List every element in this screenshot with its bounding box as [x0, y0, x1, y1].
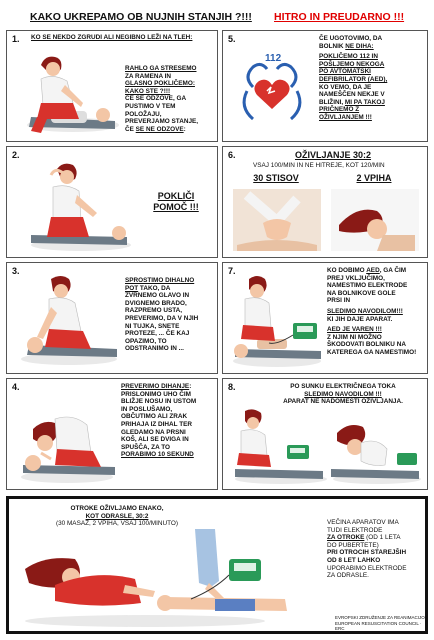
step-number: 3. [12, 266, 20, 276]
step-number: 5. [228, 34, 236, 44]
step-4-text: PREVERIMO DIHANJE: PRISLONIMO UHO ČIM BL… [121, 383, 197, 459]
child-electrodes-text: VEČINA APARATOV IMA TUDI ELEKTRODE ZA OT… [327, 519, 407, 580]
panel-step-5: 5. 112 ČE UGOTOVIMO, DA BOLNIK NE DIHA: … [222, 30, 428, 142]
poster-header: KAKO UKREPAMO OB NUJNIH STANJIH ?!!! HIT… [6, 8, 428, 28]
call-help-text: POKLIČI POMOČ !!! [153, 191, 199, 212]
compressions-label: 30 STISOV [253, 173, 299, 183]
step-number: 2. [12, 150, 20, 160]
step-7-text: KO DOBIMO AED, GA ČIM PREJ VKLJUČIMO, NA… [327, 267, 417, 356]
panel-step-6: 6. OŽIVLJANJE 30:2 VSAJ 100/MIN IN NE HI… [222, 146, 428, 258]
illustration-attach-aed [233, 276, 321, 367]
step-1-heading: KO SE NEKDO ZGRUDI ALI NEGIBNO LEŽI NA T… [31, 34, 193, 41]
step-5-text: ČE UGOTOVIMO, DA BOLNIK NE DIHA: POKLIČE… [319, 35, 388, 121]
page-subtitle: HITRO IN PREUDARNO !!! [274, 11, 405, 23]
page-title: KAKO UKREPAMO OB NUJNIH STANJIH ?!!! [30, 11, 252, 23]
illustration-call-help [31, 163, 131, 251]
step-number: 7. [228, 266, 236, 276]
erc-credit: EVROPSKI ZDRUŽENJE ZA REANIMACIJO EUROPE… [335, 615, 425, 631]
cpr-rate: VSAJ 100/MIN IN NE HITREJE, KOT 120/MIN [253, 162, 385, 169]
breaths-label: 2 VPIHA [356, 173, 392, 183]
step-number: 8. [228, 382, 236, 392]
panel-step-2: 2. POKLIČI POMOČ !!! [6, 146, 218, 258]
panel-step-8: 8. PO SUNKU ELEKTRIČNEGA TOKA SLEDIMO NA… [222, 378, 428, 490]
panel-step-1: 1. KO SE NEKDO ZGRUDI ALI NEGIBNO LEŽI N… [6, 30, 218, 142]
panel-children-cpr: OTROKE OŽIVLJAMO ENAKO, KOT ODRASLE, 30:… [6, 496, 428, 634]
panel-step-4: 4. PREVERIMO DIHANJE: PRISLONIMO UHO ČIM… [6, 378, 218, 490]
step-number: 4. [12, 382, 20, 392]
illustration-child-cpr [25, 529, 287, 627]
illustration-compressions-breaths [233, 189, 419, 251]
emergency-number: 112 [265, 53, 282, 64]
aed-heart-logo-icon: 112 [242, 53, 302, 121]
step-8-text: PO SUNKU ELEKTRIČNEGA TOKA SLEDIMO NAVOD… [283, 383, 403, 406]
illustration-open-airway [21, 276, 117, 365]
illustration-shake-victim [27, 56, 119, 133]
illustration-aed-shock-cpr [235, 409, 421, 484]
children-cpr-text: OTROKE OŽIVLJAMO ENAKO, KOT ODRASLE, 30:… [55, 505, 179, 528]
cpr-ratio-title: OŽIVLJANJE 30:2 [294, 150, 372, 160]
illustration-check-breathing [21, 416, 115, 483]
step-number: 1. [12, 34, 20, 44]
step-3-text: SPROSTIMO DIHALNO POT TAKO, DA ZVRNEMO G… [125, 277, 199, 353]
step-number: 6. [228, 150, 236, 160]
panel-step-3: 3. SPROSTIMO DIHALNO POT TAKO, DA ZVRNEM… [6, 262, 218, 374]
step-1-text: RAHLO GA STRESEMO ZA RAMENA IN GLASNO PO… [125, 65, 199, 133]
panel-step-7: 7. KO DOBIMO AED, GA ČIM PREJ VKLJUČIMO,… [222, 262, 428, 374]
